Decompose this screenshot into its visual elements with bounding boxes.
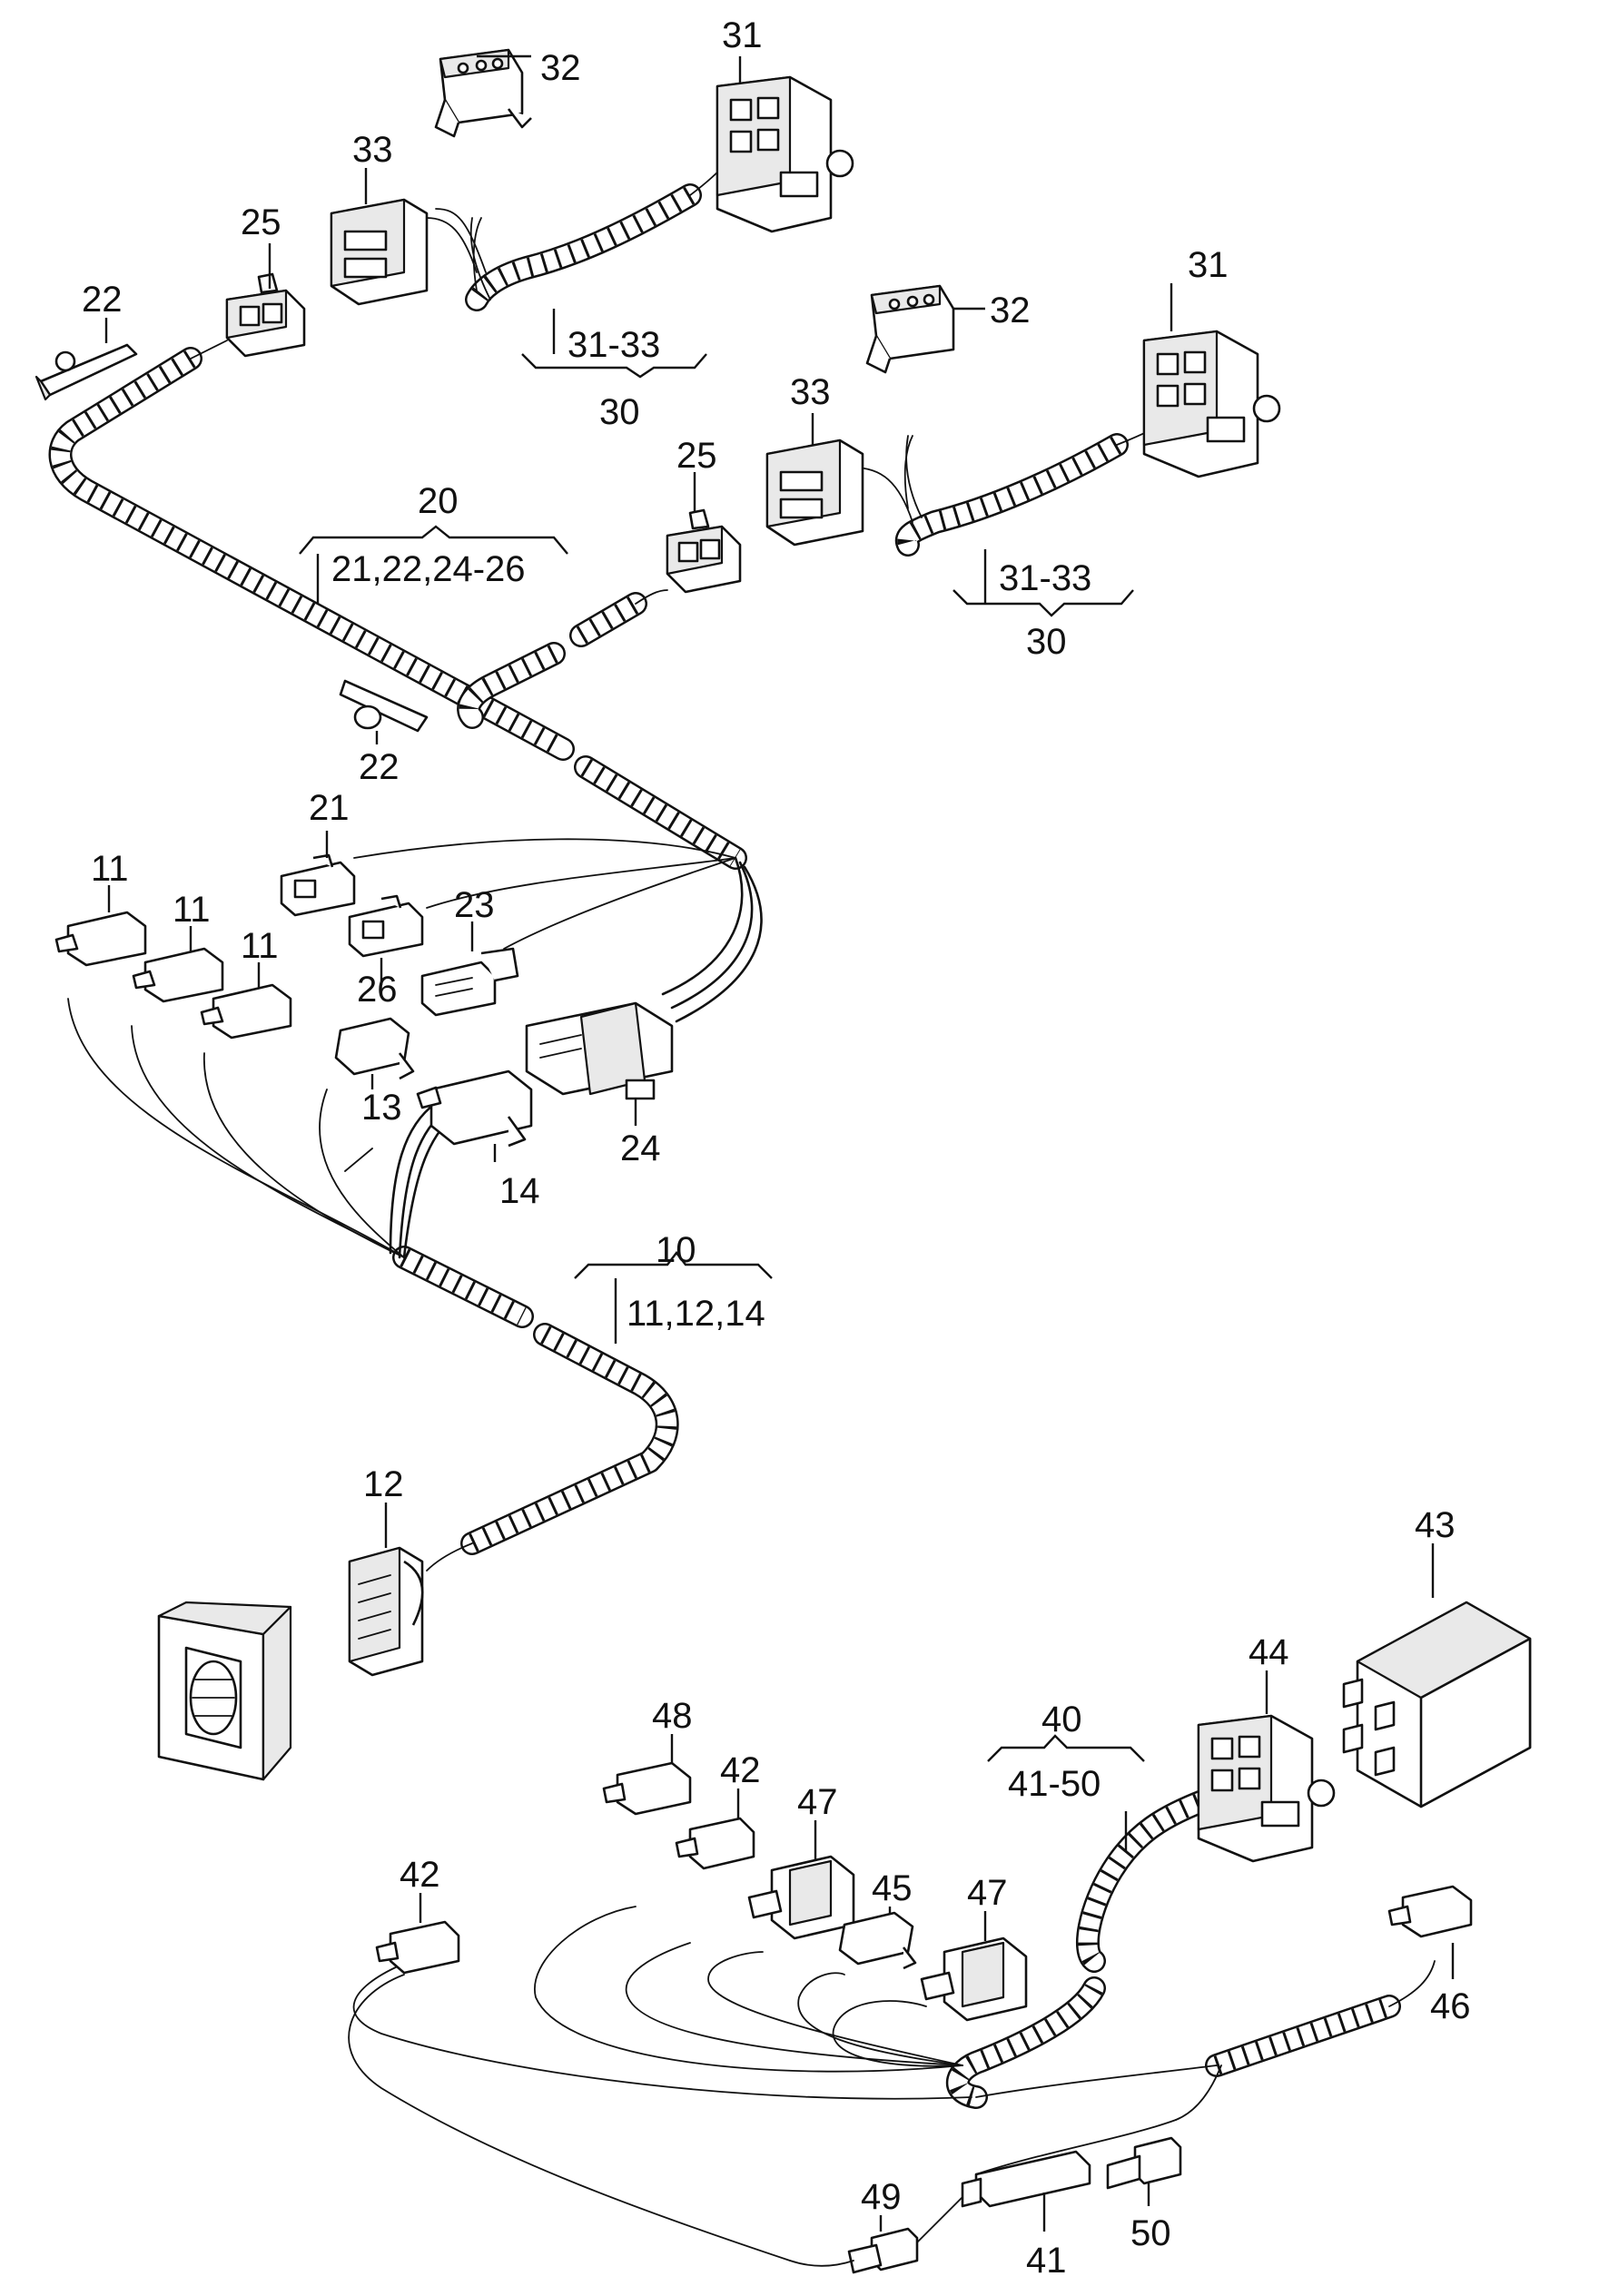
connector-11-c (200, 983, 292, 1040)
connector-32-right (865, 284, 955, 374)
connector-33-right (765, 439, 864, 547)
connector-26 (348, 894, 424, 958)
label-24: 24 (620, 1128, 661, 1168)
harness-30-upper (426, 163, 727, 311)
label-32-upper: 32 (540, 48, 581, 88)
connector-31-right (1142, 330, 1281, 478)
label-30-right: 30 (1026, 622, 1067, 662)
label-46: 46 (1430, 1986, 1471, 2026)
label-48: 48 (652, 1696, 693, 1736)
connector-42-upper (675, 1817, 755, 1870)
connector-22-upper (35, 343, 138, 401)
label-20-range: 21,22,24-26 (331, 549, 526, 589)
connector-25-upper (225, 272, 306, 358)
label-11-c: 11 (241, 926, 279, 966)
connector-25-right (666, 508, 742, 594)
label-50: 50 (1130, 2213, 1171, 2253)
label-42-lower: 42 (400, 1855, 440, 1895)
label-30-upper-range: 31-33 (568, 325, 660, 365)
label-10: 10 (656, 1230, 696, 1270)
connector-24 (525, 1001, 674, 1100)
connector-49 (348, 1974, 963, 2274)
label-41: 41 (1026, 2241, 1067, 2281)
connector-23 (420, 947, 519, 1017)
label-11-b: 11 (173, 890, 211, 930)
label-43: 43 (1415, 1505, 1456, 1545)
part-labels: 31 32 33 25 22 31-33 30 31 32 33 25 31-3… (82, 15, 1471, 2281)
label-44: 44 (1249, 1632, 1289, 1672)
label-49: 49 (861, 2177, 902, 2217)
label-31-upper: 31 (722, 15, 763, 55)
label-42-upper: 42 (720, 1750, 761, 1790)
label-33-upper: 33 (352, 130, 393, 170)
fuse-holder-41 (961, 2150, 1091, 2208)
connector-44 (1197, 1714, 1336, 1863)
harness-40 (352, 1786, 1436, 2175)
label-40-range: 41-50 (1008, 1764, 1101, 1804)
label-25-upper: 25 (241, 202, 281, 242)
connector-47-left (747, 1855, 855, 1940)
harness-20 (48, 340, 763, 1023)
harness-10 (67, 998, 679, 1572)
label-31-right: 31 (1188, 245, 1229, 285)
label-30-upper: 30 (599, 392, 640, 432)
connector-45 (838, 1911, 917, 1970)
connector-50 (1106, 2136, 1182, 2190)
rotary-switch (157, 1601, 292, 1781)
connector-33-upper (330, 198, 429, 306)
connector-14 (416, 1069, 533, 1148)
label-21: 21 (309, 788, 350, 828)
connector-47-right (920, 1936, 1028, 2022)
connector-48 (602, 1761, 692, 1816)
label-12: 12 (363, 1464, 404, 1504)
label-25-right: 25 (676, 436, 717, 476)
label-22-middle: 22 (359, 747, 400, 787)
connector-31-upper (716, 75, 854, 233)
connector-13 (334, 1017, 415, 1080)
label-10-range: 11,12,14 (627, 1294, 765, 1334)
label-33-right: 33 (790, 372, 831, 412)
connector-11-a (54, 911, 147, 967)
label-11-a: 11 (91, 849, 129, 889)
relay-43 (1342, 1601, 1532, 1808)
label-32-right: 32 (990, 291, 1031, 330)
connector-22-middle (339, 679, 429, 733)
label-47-right: 47 (967, 1873, 1008, 1913)
label-22-upper: 22 (82, 280, 123, 320)
connector-11-b (132, 947, 224, 1003)
label-45: 45 (872, 1868, 913, 1908)
harness-30-right (853, 426, 1159, 557)
label-26: 26 (357, 970, 398, 1010)
label-40: 40 (1041, 1700, 1082, 1739)
label-30-right-range: 31-33 (999, 558, 1091, 598)
connector-21 (280, 853, 356, 917)
label-20: 20 (418, 481, 459, 521)
leaders (104, 54, 1455, 2232)
label-47-left: 47 (797, 1782, 838, 1822)
connector-42-lower (375, 1920, 460, 1975)
label-14: 14 (499, 1171, 540, 1211)
label-23: 23 (454, 885, 495, 925)
connector-46 (1387, 1885, 1473, 1938)
connector-12 (348, 1546, 424, 1677)
connector-32-upper (434, 48, 532, 138)
label-13: 13 (361, 1088, 402, 1128)
